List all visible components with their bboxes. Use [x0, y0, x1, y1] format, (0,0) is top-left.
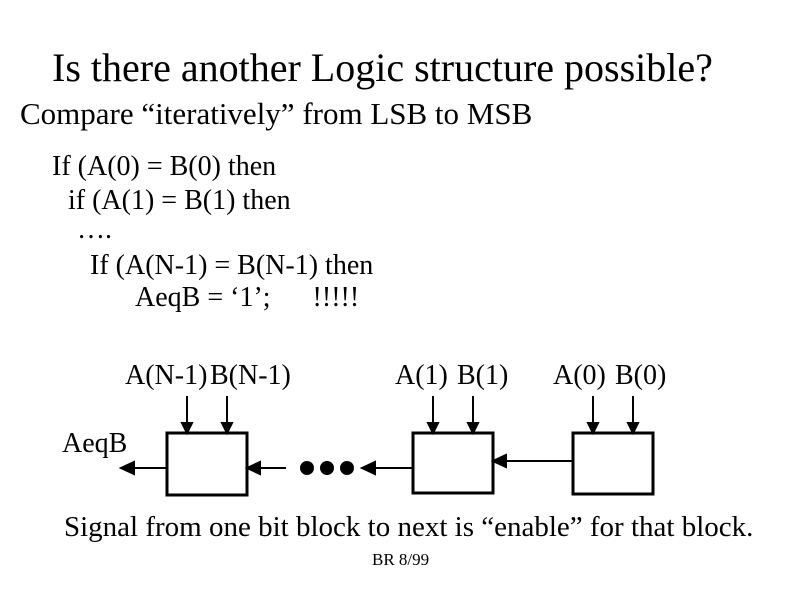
comparator-block-bit0 — [571, 431, 655, 496]
input-label-b-n-1: B(N-1) — [210, 360, 291, 391]
input-label-b-1: B(1) — [457, 360, 509, 391]
pseudocode-line: AeqB = ‘1’; !!!!! — [135, 282, 360, 313]
pseudocode-line: If (A(N-1) = B(N-1) then — [90, 250, 374, 281]
comparator-block-msb — [165, 431, 249, 497]
footer-credit: BR 8/99 — [372, 550, 430, 569]
left-arrow-icon-into-msb-block — [244, 460, 286, 476]
pseudocode-line: if (A(1) = B(1) then — [68, 185, 291, 216]
pseudocode-ellipsis: …. — [77, 214, 112, 245]
input-label-a-n-1: A(N-1) — [125, 360, 208, 391]
down-arrow-icon — [466, 396, 480, 436]
down-arrow-icon — [626, 396, 640, 436]
input-label-a-0: A(0) — [553, 360, 606, 391]
left-arrow-icon-from-bit1-block — [359, 460, 413, 476]
ellipsis-dots — [300, 461, 354, 475]
down-arrow-icon — [180, 396, 194, 436]
slide-subtitle: Compare “iteratively” from LSB to MSB — [20, 96, 533, 131]
input-label-a-1: A(1) — [395, 360, 448, 391]
enable-chain-arrows — [118, 453, 573, 476]
input-down-arrows — [180, 396, 640, 436]
left-arrow-icon-aeqb-output — [118, 460, 167, 476]
input-label-b-0: B(0) — [615, 360, 667, 391]
pseudocode-line: If (A(0) = B(0) then — [52, 151, 277, 182]
left-arrow-icon-bit0-to-bit1 — [490, 453, 573, 469]
footer-caption: Signal from one bit block to next is “en… — [64, 511, 754, 543]
down-arrow-icon — [426, 396, 440, 436]
down-arrow-icon — [586, 396, 600, 436]
down-arrow-icon — [220, 396, 234, 436]
output-label-aeqb: AeqB — [62, 428, 128, 459]
comparator-block-bit1 — [411, 431, 495, 495]
slide-title: Is there another Logic structure possibl… — [52, 45, 713, 90]
